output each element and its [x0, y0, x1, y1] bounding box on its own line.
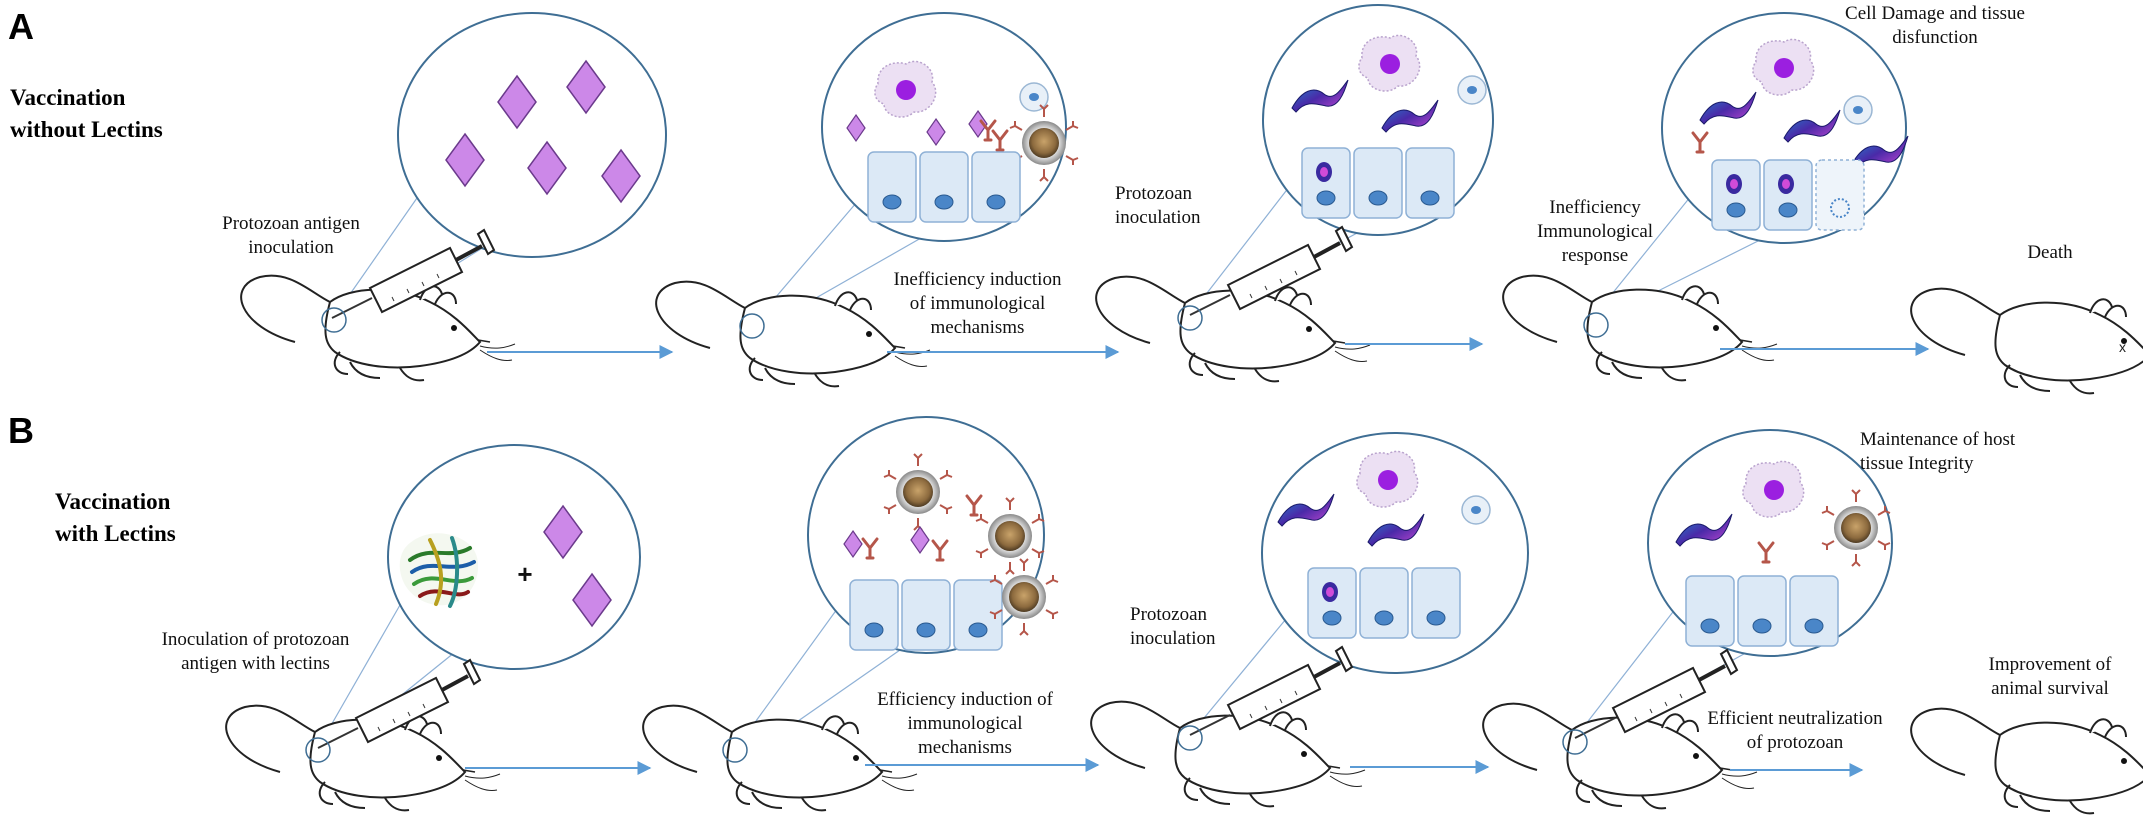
a-step2-line2: of immunological: [909, 293, 1046, 314]
a-step5-top-line1: Cell Damage and tissue: [1845, 3, 2025, 24]
b-step4-label: Efficient neutralization of protozoan: [1695, 707, 1895, 755]
a-step2-line1: Inefficiency induction: [893, 269, 1062, 290]
b-step5-top-line2: tissue Integrity: [1860, 453, 1974, 474]
b-step5-top-line1: Maintenance of host: [1860, 429, 2016, 450]
panel-b-heading-line2: with Lectins: [55, 521, 176, 546]
a-step2-label: Inefficiency induction of immunological …: [860, 268, 1095, 340]
b-step3-label: Protozoan inoculation: [1130, 603, 1250, 651]
panel-a-heading: Vaccination without Lectins: [10, 82, 163, 146]
a-step1-line1: Protozoan antigen: [222, 213, 360, 234]
panel-a-heading-line1: Vaccination: [10, 85, 126, 110]
b-step2-line3: mechanisms: [918, 737, 1012, 758]
b-step1-line2: antigen with lectins: [181, 653, 330, 674]
a-step5-top-line2: disfunction: [1892, 27, 1978, 48]
b-step5-line2: animal survival: [1991, 678, 2109, 699]
a-step5-label: Death: [2000, 241, 2100, 265]
b-plus-sign: +: [517, 559, 533, 589]
panel-letter-a: A: [8, 6, 34, 47]
b-step2-line2: immunological: [907, 713, 1023, 734]
a-step1-label: Protozoan antigen inoculation: [196, 212, 386, 260]
a-step5-line1: Death: [2027, 242, 2073, 263]
b-step4-line2: of protozoan: [1746, 732, 1844, 753]
a-step1-line2: inoculation: [248, 237, 334, 258]
b-step2-line1: Efficiency induction of: [877, 689, 1053, 710]
a-step5-top-label: Cell Damage and tissue disfunction: [1815, 2, 2055, 50]
a-step3-line1: Protozoan: [1115, 183, 1193, 204]
b-step1-label: Inoculation of protozoan antigen with le…: [138, 628, 373, 676]
a-step4-line1: Inefficiency: [1549, 197, 1641, 218]
b-step1-line1: Inoculation of protozoan: [161, 629, 350, 650]
panel-a-heading-line2: without Lectins: [10, 117, 163, 142]
panel-b-heading-line1: Vaccination: [55, 489, 171, 514]
a-step4-label: Inefficiency Immunological response: [1525, 196, 1665, 268]
b-step5-label: Improvement of animal survival: [1975, 653, 2125, 701]
a-step3-label: Protozoan inoculation: [1115, 182, 1235, 230]
a-step4-line3: response: [1561, 245, 1629, 266]
a-step4-line2: Immunological: [1536, 221, 1654, 242]
b-step4-line1: Efficient neutralization: [1707, 708, 1883, 729]
b-step3-line2: inoculation: [1130, 628, 1216, 649]
b-step5-line1: Improvement of: [1988, 654, 2112, 675]
a-step3-line2: inoculation: [1115, 207, 1201, 228]
b-step2-label: Efficiency induction of immunological me…: [845, 688, 1085, 760]
a-step2-line3: mechanisms: [930, 317, 1025, 338]
b-step3-line1: Protozoan: [1130, 604, 1208, 625]
panel-letter-b: B: [8, 410, 34, 451]
panel-b-heading: Vaccination with Lectins: [55, 486, 176, 550]
lectin-protein-icon: [399, 533, 479, 608]
svg-text:x: x: [2119, 339, 2126, 355]
b-step5-top-label: Maintenance of host tissue Integrity: [1860, 428, 2100, 476]
